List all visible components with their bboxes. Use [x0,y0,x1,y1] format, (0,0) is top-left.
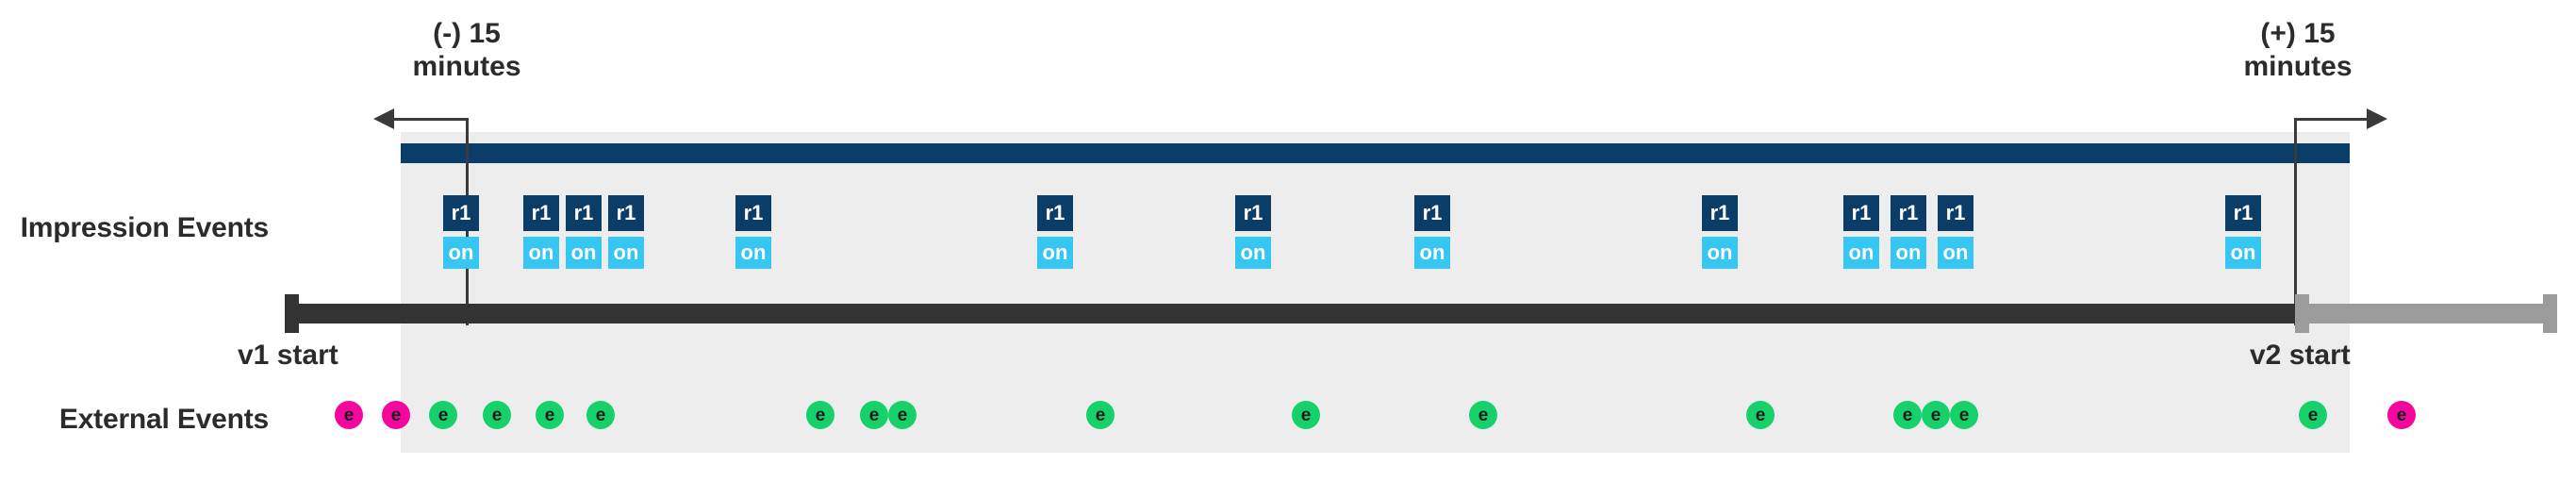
row-label-impression-events: Impression Events [20,212,270,243]
impression-token-state[interactable]: on [1702,237,1738,269]
version-bar [401,143,2350,163]
impression-token-state[interactable]: on [443,237,479,269]
impression-token-state[interactable]: on [2225,237,2261,269]
impression-token-request[interactable]: r1 [1938,195,1973,231]
callout-right-arrow-head [2367,108,2387,129]
external-event-dot[interactable]: e [586,401,615,429]
external-event-dot[interactable]: e [1746,401,1775,429]
callout-left-arrow-head [373,108,394,129]
impression-token-state[interactable]: on [1235,237,1271,269]
external-event-dot[interactable]: e [536,401,564,429]
impression-token-request[interactable]: r1 [1414,195,1450,231]
impression-token-state[interactable]: on [1938,237,1973,269]
axis-segment-v2 [2295,304,2557,323]
row-label-external-events: External Events [58,404,269,435]
impression-token-state[interactable]: on [1037,237,1073,269]
external-event-dot[interactable]: e [1950,401,1978,429]
axis-segment-v1 [285,304,2295,323]
impression-token-request[interactable]: r1 [443,195,479,231]
impression-token-request[interactable]: r1 [1235,195,1271,231]
impression-token-state[interactable]: on [566,237,602,269]
external-event-dot[interactable]: e [1893,401,1922,429]
impression-token-state[interactable]: on [1891,237,1926,269]
axis-label-v2-start: v2 start [2250,340,2351,371]
external-event-dot[interactable]: e [2387,401,2416,429]
impression-token-state[interactable]: on [1843,237,1879,269]
callout-plus-15-minutes: (+) 15 minutes [2243,18,2353,83]
impression-token-request[interactable]: r1 [1037,195,1073,231]
callout-right-arrow-shaft [2295,118,2369,121]
external-event-dot[interactable]: e [1086,401,1115,429]
impression-token-request[interactable]: r1 [1702,195,1738,231]
impression-token-request[interactable]: r1 [1843,195,1879,231]
axis-label-v1-start: v1 start [238,340,339,371]
axis-cap-v2-start [2295,294,2309,333]
impression-token-request[interactable]: r1 [566,195,602,231]
impression-token-state[interactable]: on [1414,237,1450,269]
external-event-dot[interactable]: e [483,401,511,429]
impression-token-state[interactable]: on [735,237,771,269]
external-event-dot[interactable]: e [1922,401,1950,429]
callout-minus-15-minutes: (-) 15 minutes [412,18,521,83]
impression-token-state[interactable]: on [523,237,559,269]
external-event-dot[interactable]: e [860,401,888,429]
impression-token-request[interactable]: r1 [523,195,559,231]
impression-token-state[interactable]: on [608,237,644,269]
attribution-window-band [401,132,2350,453]
callout-right-guide-line [2294,118,2297,325]
external-event-dot[interactable]: e [429,401,457,429]
impression-token-request[interactable]: r1 [1891,195,1926,231]
external-event-dot[interactable]: e [1469,401,1497,429]
axis-cap-end [2543,294,2557,333]
external-event-dot[interactable]: e [806,401,834,429]
callout-left-arrow-shaft [394,118,468,121]
external-event-dot[interactable]: e [1292,401,1320,429]
impression-token-request[interactable]: r1 [735,195,771,231]
external-event-dot[interactable]: e [2299,401,2327,429]
external-event-dot[interactable]: e [382,401,410,429]
external-event-dot[interactable]: e [335,401,363,429]
impression-token-request[interactable]: r1 [608,195,644,231]
external-event-dot[interactable]: e [888,401,916,429]
impression-token-request[interactable]: r1 [2225,195,2261,231]
